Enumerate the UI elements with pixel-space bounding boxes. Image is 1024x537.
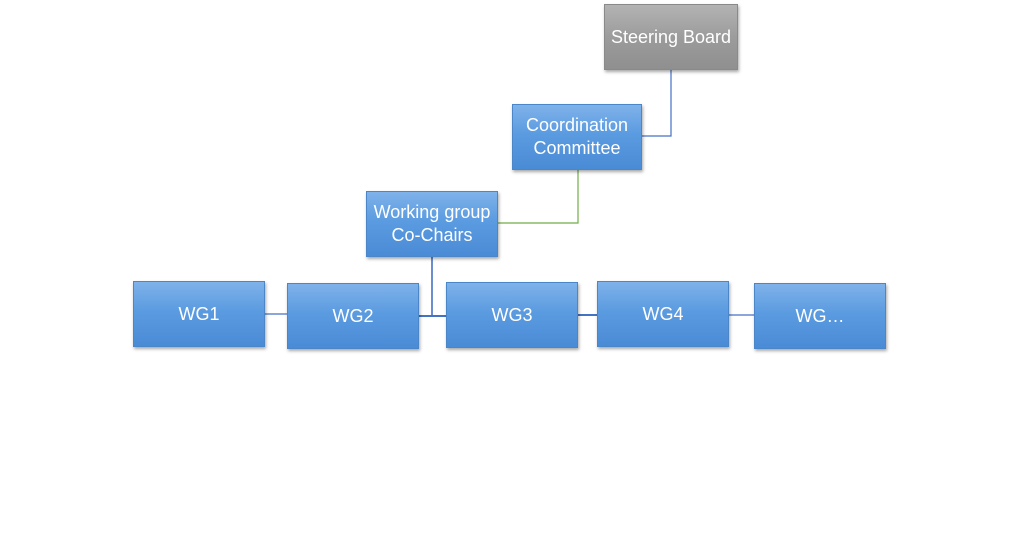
connector-coordination-to-steering: [642, 70, 672, 137]
node-wg4[interactable]: WG4: [597, 281, 729, 347]
node-wg3[interactable]: WG3: [446, 282, 578, 348]
node-steering-board[interactable]: Steering Board: [604, 4, 738, 70]
connector-cochairs-to-coordination: [498, 170, 579, 224]
node-coordination-committee[interactable]: Coordination Committee: [512, 104, 642, 170]
node-wg-more[interactable]: WG…: [754, 283, 886, 349]
node-wg2[interactable]: WG2: [287, 283, 419, 349]
node-wg1[interactable]: WG1: [133, 281, 265, 347]
node-working-group-co-chairs[interactable]: Working group Co-Chairs: [366, 191, 498, 257]
